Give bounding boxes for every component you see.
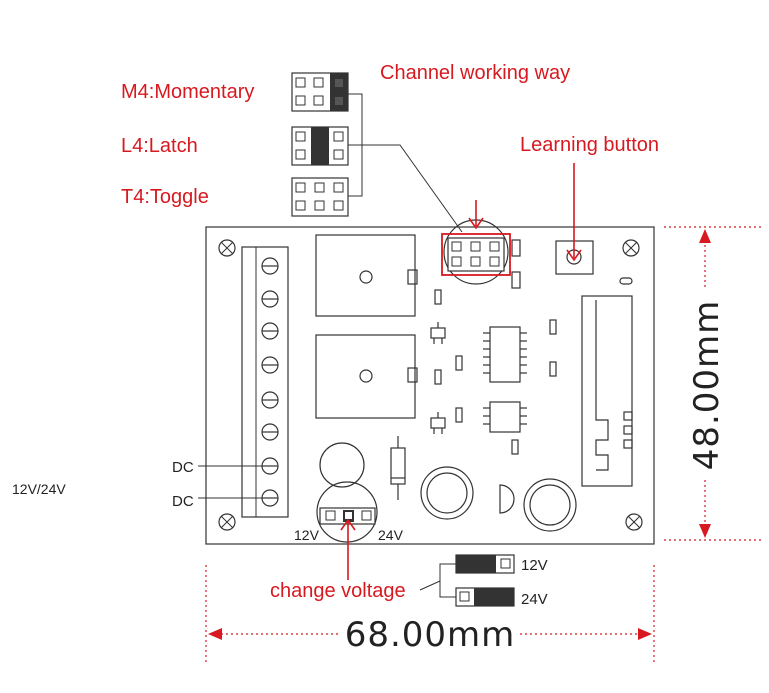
screw-terminal-block [241, 246, 289, 518]
label-jumper-24v: 24V [521, 591, 548, 608]
mounting-hole [625, 513, 643, 531]
jumper-legend-24v [455, 587, 515, 607]
pcb-board [205, 226, 655, 545]
label-toggle: T4:Toggle [121, 186, 209, 208]
relay [315, 234, 418, 317]
mounting-hole [622, 239, 640, 257]
arrow-learning-button [566, 163, 582, 262]
mounting-hole [218, 239, 236, 257]
capacitors [319, 442, 577, 532]
arrow-channel-mode [468, 200, 484, 230]
label-change-voltage: change voltage [270, 580, 406, 602]
dimension-height [664, 226, 762, 541]
ic-chip [483, 326, 527, 383]
voltage-legend-lead [419, 580, 441, 591]
label-learning-button: Learning button [520, 134, 659, 156]
mounting-hole [218, 513, 236, 531]
label-latch: L4:Latch [121, 135, 198, 157]
jumper-header-latch [291, 126, 349, 166]
ic-chip [483, 401, 527, 433]
label-channel-mode: Channel working way [380, 62, 570, 84]
diode [390, 436, 406, 500]
label-supply-voltage: 12V/24V [12, 481, 66, 497]
label-header-12v: 12V [294, 527, 320, 543]
arrow-change-voltage [340, 518, 356, 580]
jumper-header-toggle [291, 177, 349, 217]
dimension-width [205, 565, 655, 665]
jumper-header-momentary [291, 72, 349, 112]
jumper-legend-12v [455, 554, 515, 574]
channel-mode-header [441, 219, 511, 285]
label-dc-bottom: DC [172, 493, 194, 510]
smd-components [430, 239, 633, 455]
voltage-select-header [316, 481, 378, 543]
relay [315, 334, 418, 419]
label-jumper-12v: 12V [521, 557, 548, 574]
label-height: 48.00mm [687, 300, 727, 471]
mode-bracket [348, 93, 463, 233]
label-width: 68.00mm [345, 615, 516, 655]
label-header-24v: 24V [378, 527, 404, 543]
voltage-legend-bracket [439, 563, 456, 598]
label-dc-top: DC [172, 459, 194, 476]
radio-module [581, 295, 633, 487]
label-momentary: M4:Momentary [121, 81, 254, 103]
